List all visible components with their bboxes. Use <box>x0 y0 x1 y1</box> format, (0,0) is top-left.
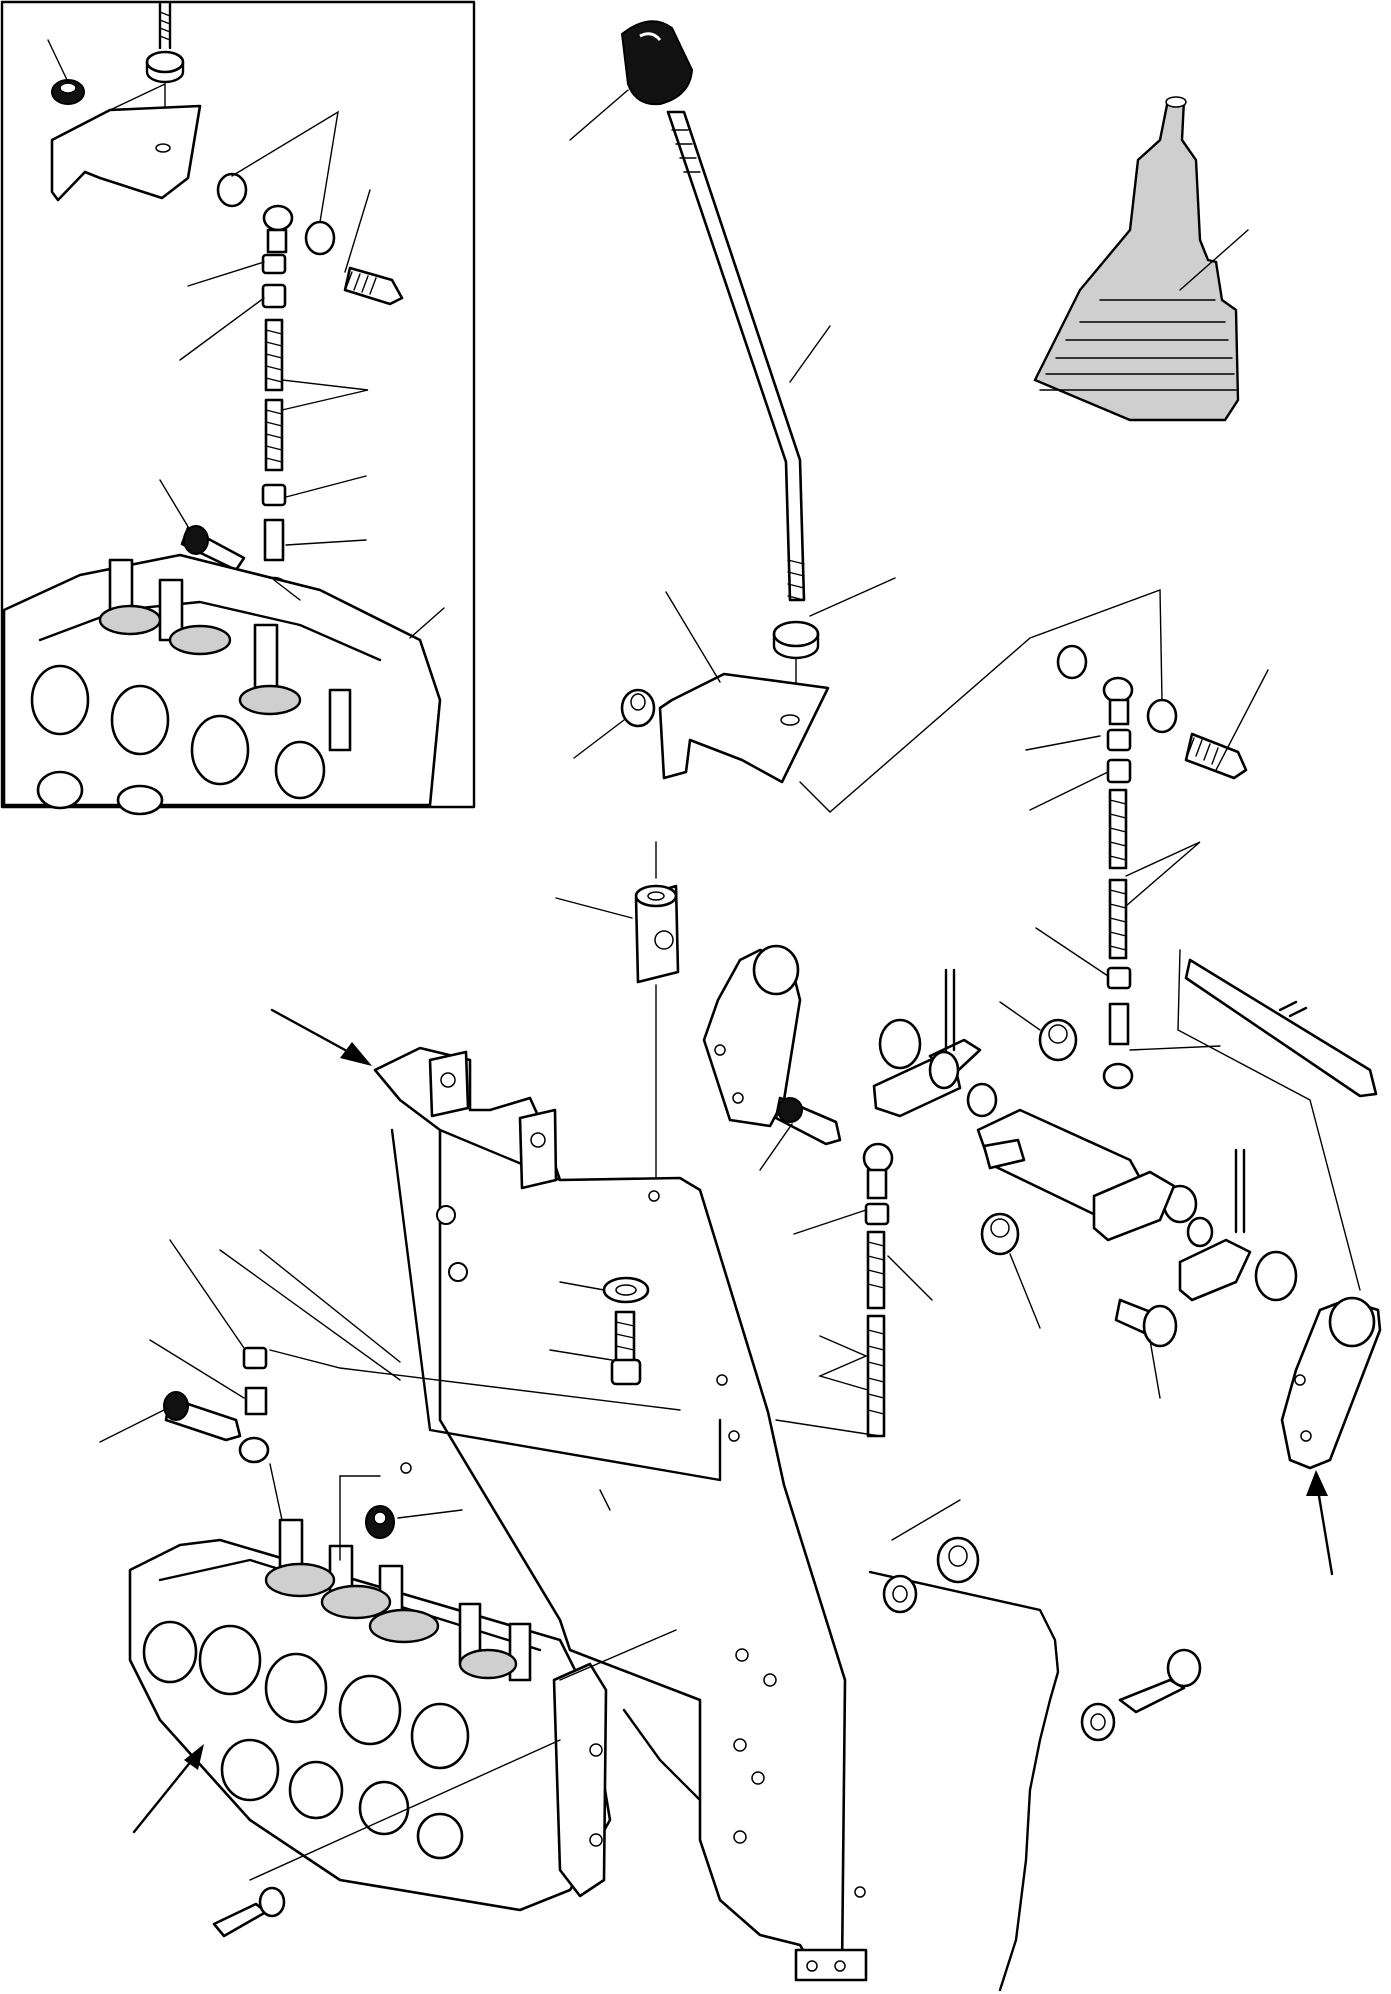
crank-plate-right <box>1280 1296 1382 1470</box>
inset-linkage <box>180 172 404 604</box>
inset-bracket <box>50 104 202 202</box>
inset-frame <box>0 0 476 809</box>
center-link <box>774 1096 1178 1438</box>
inset-leader-lines <box>109 83 445 639</box>
leader-lines <box>99 89 1361 1881</box>
inset-valve-block <box>2 553 442 816</box>
swivel-block <box>634 841 680 1201</box>
arrow-pointer-upper <box>270 1008 372 1066</box>
rubber-boot <box>1033 96 1240 422</box>
lever-bracket <box>658 672 830 784</box>
detail-inset <box>0 0 476 816</box>
lower-left-linkage <box>163 1346 395 1539</box>
joystick-lever <box>620 20 820 713</box>
arrow-pointer-lower-left <box>132 1744 204 1834</box>
right-linkage <box>1038 644 1378 1098</box>
plate-fasteners-right <box>882 1536 1202 1742</box>
inset-stud <box>145 2 185 141</box>
crank-linkage <box>872 968 1298 1302</box>
bracket-nut <box>620 688 656 728</box>
arrow-pointer-right <box>1306 1470 1334 1576</box>
inset-nut-left <box>47 39 85 105</box>
control-valve <box>128 1518 612 1938</box>
